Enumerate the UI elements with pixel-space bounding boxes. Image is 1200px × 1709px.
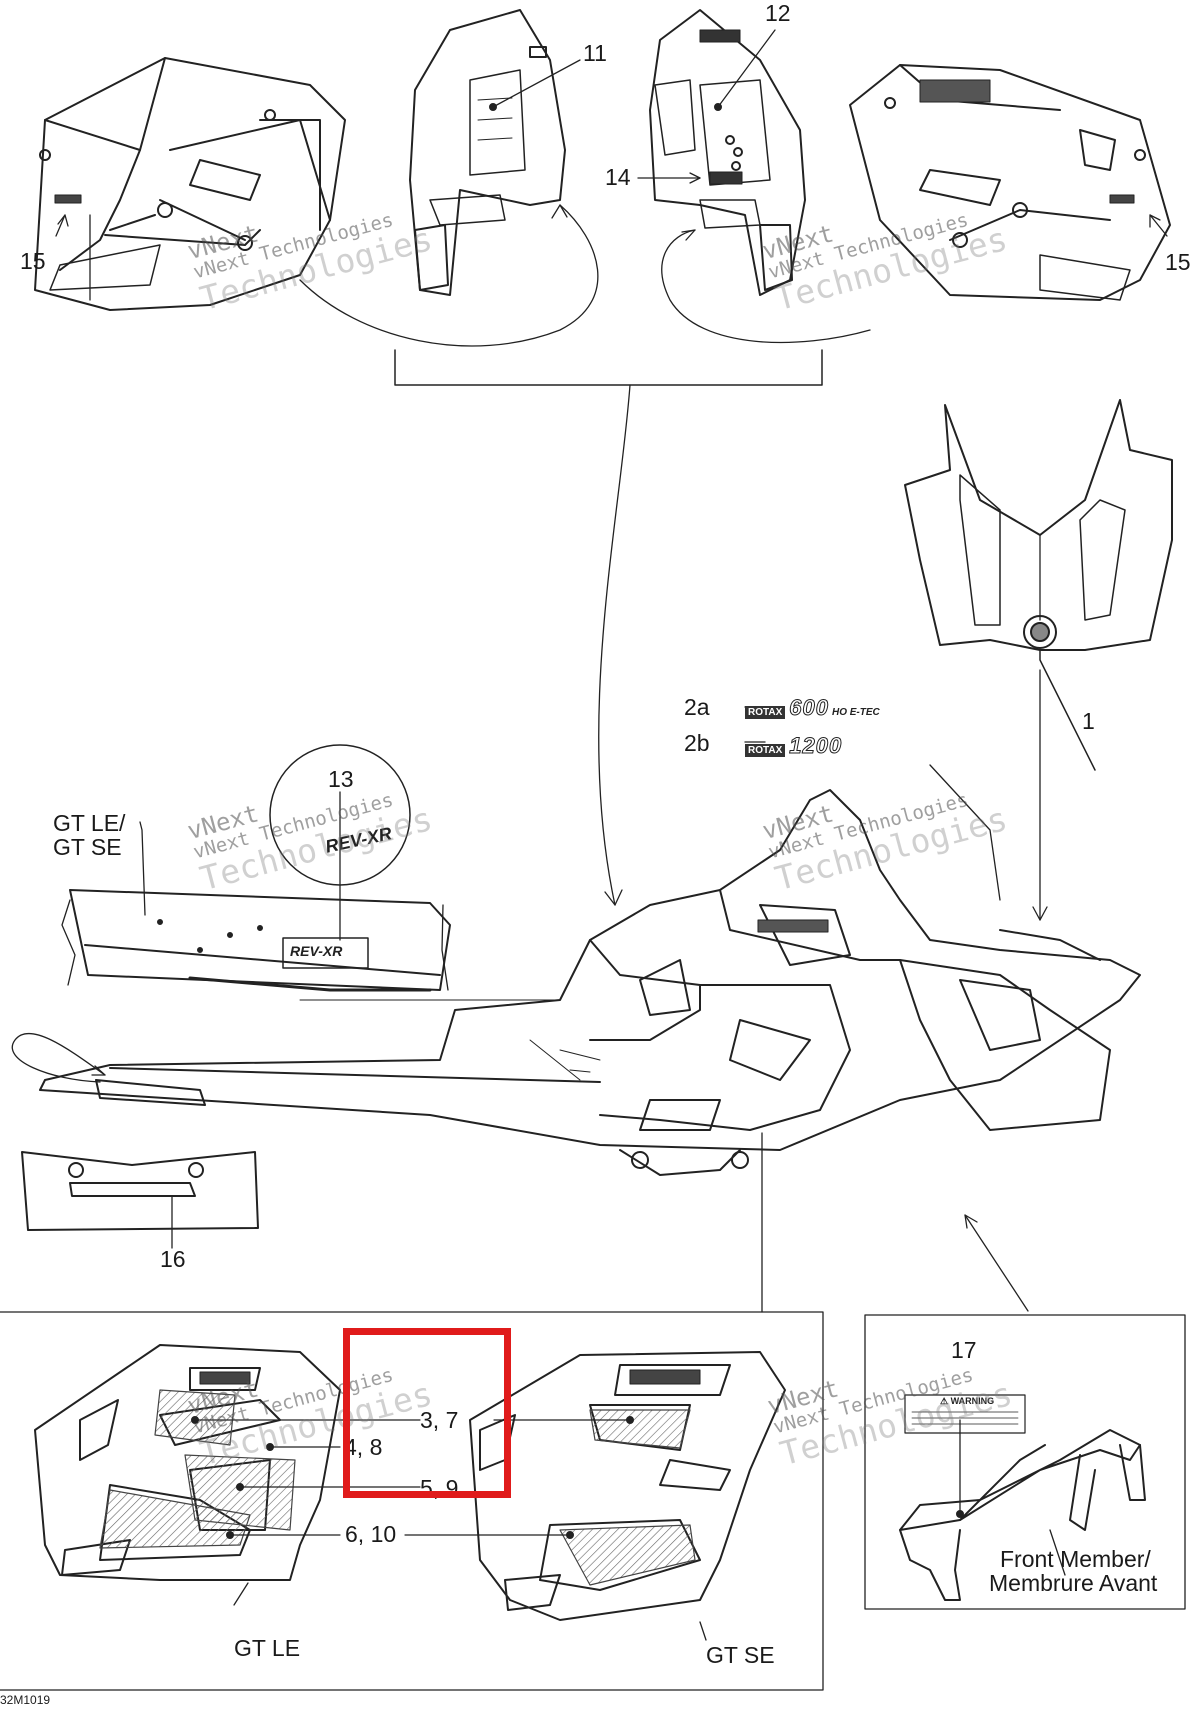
callout-3-7: 3, 7 bbox=[420, 1407, 459, 1433]
decal-2b-brand: ROTAX bbox=[745, 744, 786, 757]
left-side-panel-top bbox=[34, 57, 346, 311]
inner-panel-right bbox=[649, 9, 806, 296]
right-side-panel-top bbox=[849, 64, 1171, 301]
callout-11: 11 bbox=[583, 40, 607, 66]
label-front-member-line2: Membrure Avant bbox=[989, 1570, 1158, 1596]
decal-area-3-7-right bbox=[589, 1409, 691, 1449]
decal-area-6-10-left bbox=[99, 1489, 251, 1549]
bottom-section-frame bbox=[0, 1311, 824, 1691]
snowmobile-body bbox=[39, 789, 1141, 1176]
rear-bumper-piece bbox=[21, 1151, 259, 1249]
decal-2a-brand: ROTAX bbox=[745, 706, 786, 719]
decal-17-text: WARNING bbox=[950, 1396, 995, 1406]
warning-icon: ⚠ bbox=[940, 1396, 949, 1406]
decal-13-tunnel: REV-XR bbox=[290, 943, 342, 959]
decal-13-tunnel-text: REV-XR bbox=[290, 943, 343, 959]
front-member-box bbox=[864, 1314, 1186, 1610]
label-front-member-line1: Front Member/ bbox=[1000, 1546, 1151, 1572]
decal-17: ⚠ WARNING bbox=[940, 1396, 994, 1407]
front-member-part bbox=[899, 1419, 1146, 1601]
callout-12: 12 bbox=[765, 0, 791, 26]
callout-6-10: 6, 10 bbox=[345, 1521, 397, 1547]
callout-2a: 2a bbox=[684, 694, 710, 720]
decal-2b-number: 1200 bbox=[789, 733, 843, 759]
label-gt-le-se-line1: GT LE/ bbox=[53, 810, 126, 836]
decal-2a-number: 600 bbox=[789, 695, 829, 721]
decal-2a-suffix: HO E-TEC bbox=[831, 707, 880, 718]
callout-1: 1 bbox=[1082, 708, 1095, 734]
decal-area-6-10-right bbox=[559, 1524, 696, 1586]
hood-panel bbox=[904, 399, 1173, 921]
label-gt-se: GT SE bbox=[706, 1642, 775, 1668]
tunnel-side-detail bbox=[61, 889, 451, 992]
callout-4-8: 4, 8 bbox=[344, 1434, 383, 1460]
gt-se-side-panel bbox=[469, 1351, 786, 1641]
callout-17: 17 bbox=[951, 1337, 977, 1363]
label-gt-le: GT LE bbox=[234, 1635, 301, 1661]
inner-panel-left bbox=[409, 9, 566, 296]
figure-code: 32M1019 bbox=[0, 1693, 51, 1707]
label-gt-le-se-line2: GT SE bbox=[53, 834, 122, 860]
highlight-box bbox=[343, 1328, 511, 1498]
callout-2b: 2b bbox=[684, 730, 710, 756]
callout-14: 14 bbox=[605, 164, 631, 190]
callout-15-left: 15 bbox=[20, 248, 46, 274]
callout-15-right: 15 bbox=[1165, 249, 1191, 275]
callout-16: 16 bbox=[160, 1246, 186, 1272]
callout-13: 13 bbox=[328, 766, 354, 792]
warning-decal bbox=[904, 1394, 1026, 1434]
